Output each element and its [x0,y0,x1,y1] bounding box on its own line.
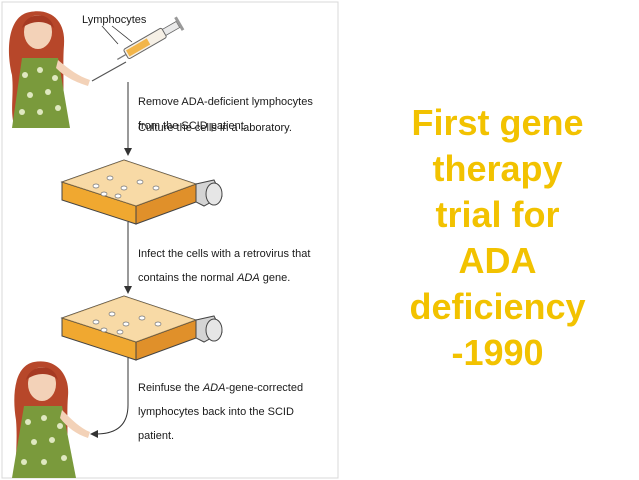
step-remove-line-1: Remove ADA-deficient lymphocytes [138,96,313,108]
culture-flask-1 [60,159,223,225]
step-infect-line-2-post: gene. [259,272,291,284]
step-reinfuse-line-1-post: -gene-corrected [225,382,304,394]
syringe [91,16,185,82]
headline-line-5: deficiency [409,286,586,327]
step-infect-line-2: contains the normal ADA gene. [138,272,310,284]
step-remove-line-2: from the SCID patient. [138,120,247,132]
step-reinfuse-line-3: patient. [138,430,175,442]
patient-figure-bottom [12,361,90,478]
step-reinfuse-line-2: lymphocytes back into the SCID [138,406,294,418]
headline-line-3: trial for [435,194,560,235]
headline-line-2: therapy [432,148,563,189]
step-infect-cells: Infect the cells with a retrovirus that … [138,236,310,296]
lymphocytes-pointer-left [101,25,119,45]
slide-headline: First gene therapy trial for ADA deficie… [360,100,635,376]
flow-arrows [90,82,132,438]
headline-line-1: First gene [411,102,584,143]
step-remove-lymphocytes: Remove ADA-deficient lymphocytes from th… [138,84,313,144]
step-infect-gene-name: ADA [237,272,260,284]
patient-figure-top [9,11,90,128]
lymphocytes-pointer-right [111,25,133,43]
step-infect-line-2-pre: contains the normal [138,272,238,284]
lymphocytes-label: Lymphocytes [82,14,147,26]
step-culture-cells: Culture the cells in a laboratory. [138,122,292,134]
step-reinfuse-cells: Reinfuse the ADA-gene-corrected lymphocy… [138,370,303,454]
culture-flask-2 [60,295,223,361]
headline-line-6: -1990 [451,332,544,373]
step-reinfuse-line-1: Reinfuse the ADA-gene-corrected [138,382,303,394]
step-reinfuse-gene-name: ADA [202,382,226,394]
step-reinfuse-line-1-pre: Reinfuse the [138,382,203,394]
headline-line-4: ADA [458,240,537,281]
step-infect-line-1: Infect the cells with a retrovirus that [138,248,311,260]
